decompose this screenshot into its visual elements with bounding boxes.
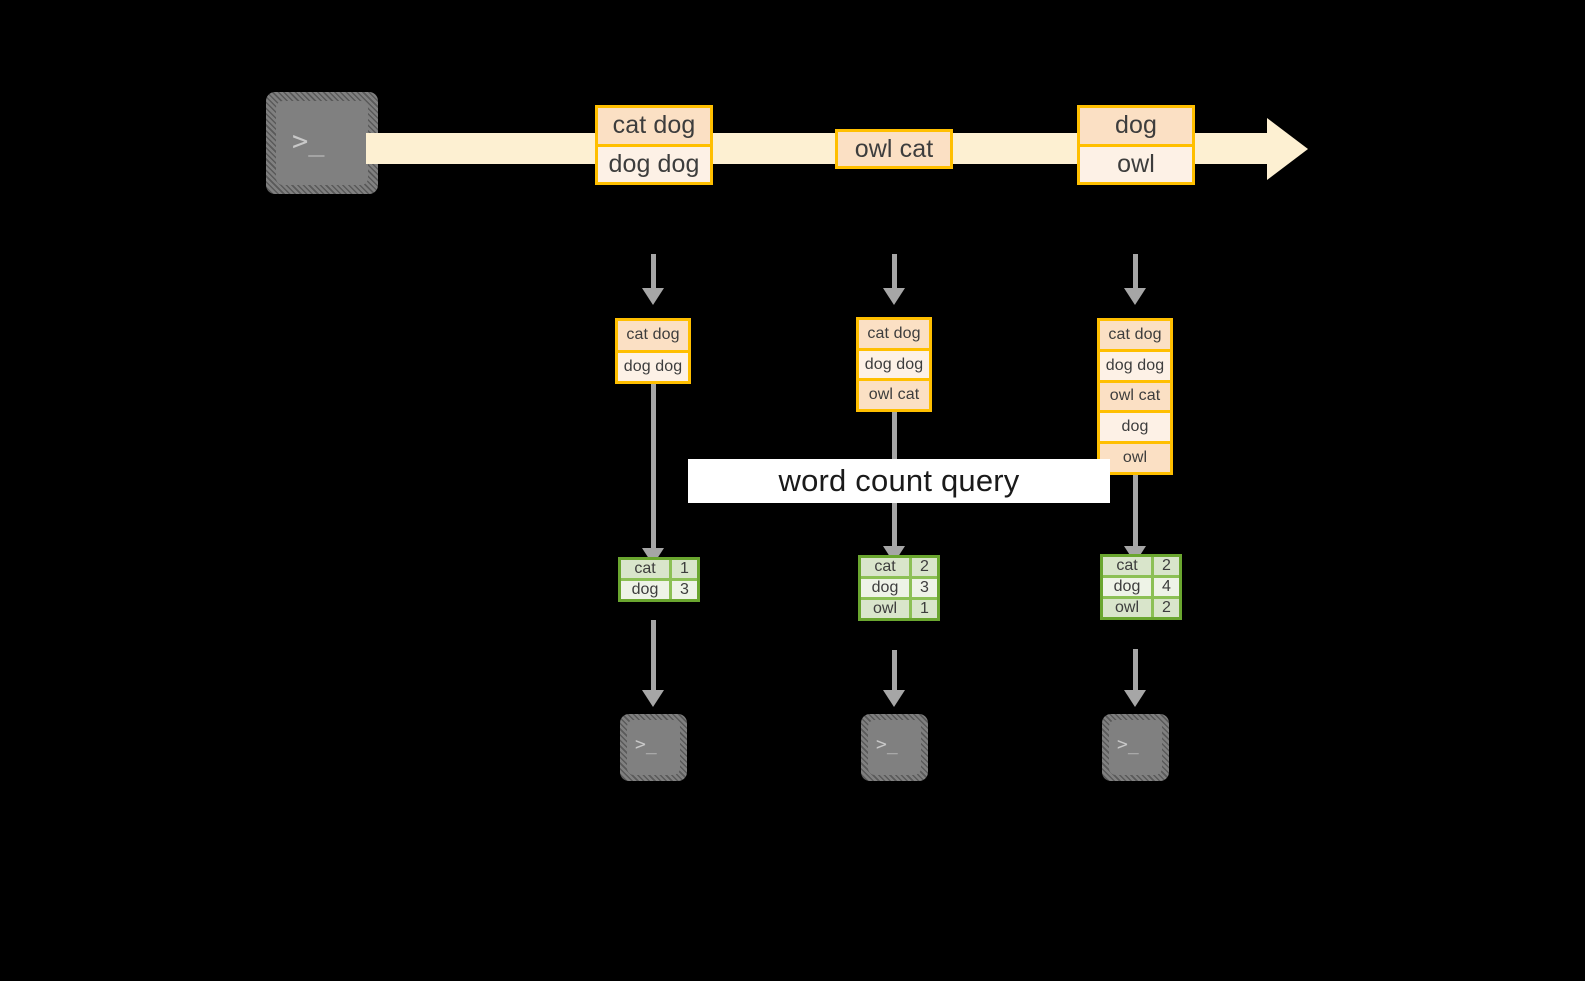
- snapshot-3-dashed-connector: [1133, 254, 1138, 290]
- terminal-screen: [627, 720, 680, 775]
- snapshot-input-line: dog: [1100, 410, 1170, 442]
- snapshot-1-input-box[interactable]: cat dog dog dog: [615, 318, 691, 384]
- producer-terminal-icon: >_: [266, 92, 378, 194]
- table-row: owl 2: [1103, 596, 1179, 617]
- result-word: dog: [1103, 578, 1151, 596]
- snapshot-input-line: owl cat: [1100, 379, 1170, 411]
- terminal-prompt-glyph: >_: [1117, 734, 1139, 755]
- snapshot-input-line: owl: [1100, 441, 1170, 472]
- snapshot-input-line: dog dog: [1100, 348, 1170, 380]
- result-word: dog: [861, 579, 909, 597]
- result-count: 1: [669, 560, 697, 578]
- result-word: owl: [1103, 599, 1151, 617]
- table-row: dog 3: [621, 578, 697, 599]
- snapshot-3-output-arrow-line: [1133, 649, 1138, 698]
- snapshot-2-input-box[interactable]: cat dog dog dog owl cat: [856, 317, 932, 412]
- snapshot-2-dashed-arrowhead: [883, 288, 905, 305]
- table-row: dog 3: [861, 576, 937, 597]
- snapshot-input-line: owl cat: [859, 378, 929, 410]
- snapshot-2-dashed-connector: [892, 254, 897, 290]
- result-word: cat: [1103, 557, 1151, 575]
- snapshot-input-line: cat dog: [618, 321, 688, 350]
- stream-event-group-1[interactable]: cat dog dog dog: [595, 105, 713, 185]
- snapshot-1-output-arrowhead: [642, 690, 664, 707]
- snapshot-1-query-arrow-line: [651, 384, 656, 556]
- snapshot-2-consumer-terminal-icon: >_: [861, 714, 928, 781]
- snapshot-1-dashed-connector: [651, 254, 656, 290]
- stream-event-line: cat dog: [598, 108, 710, 144]
- table-row: cat 1: [621, 560, 697, 578]
- table-row: dog 4: [1103, 575, 1179, 596]
- snapshot-3-input-box[interactable]: cat dog dog dog owl cat dog owl: [1097, 318, 1173, 475]
- terminal-prompt-glyph: >_: [635, 734, 657, 755]
- snapshot-input-line: dog dog: [859, 347, 929, 379]
- snapshot-input-line: cat dog: [1100, 321, 1170, 349]
- result-count: 1: [909, 600, 937, 618]
- stream-event-line: owl cat: [838, 132, 950, 166]
- snapshot-3-query-arrow-line: [1133, 475, 1138, 554]
- result-word: cat: [621, 560, 669, 578]
- snapshot-3-output-arrowhead: [1124, 690, 1146, 707]
- result-count: 2: [1151, 599, 1179, 617]
- snapshot-1-output-arrow-line: [651, 620, 656, 698]
- table-row: cat 2: [1103, 557, 1179, 575]
- terminal-prompt-glyph: >_: [876, 734, 898, 755]
- stream-event-line: dog dog: [598, 143, 710, 182]
- snapshot-3-dashed-arrowhead: [1124, 288, 1146, 305]
- result-count: 4: [1151, 578, 1179, 596]
- snapshot-1-result-table[interactable]: cat 1 dog 3: [618, 557, 700, 602]
- snapshot-input-line: dog dog: [618, 349, 688, 381]
- snapshot-2-result-table[interactable]: cat 2 dog 3 owl 1: [858, 555, 940, 621]
- stream-event-group-3[interactable]: dog owl: [1077, 105, 1195, 185]
- stream-arrow-head: [1267, 118, 1308, 180]
- snapshot-2-output-arrow-line: [892, 650, 897, 698]
- snapshot-input-line: cat dog: [859, 320, 929, 348]
- result-word: owl: [861, 600, 909, 618]
- result-count: 2: [909, 558, 937, 576]
- stream-event-line: owl: [1080, 143, 1192, 182]
- result-count: 3: [669, 581, 697, 599]
- stream-event-group-2[interactable]: owl cat: [835, 129, 953, 169]
- snapshot-2-output-arrowhead: [883, 690, 905, 707]
- terminal-screen: [276, 101, 368, 185]
- table-row: owl 1: [861, 597, 937, 618]
- terminal-prompt-glyph: >_: [292, 126, 325, 157]
- snapshot-1-consumer-terminal-icon: >_: [620, 714, 687, 781]
- terminal-screen: [868, 720, 921, 775]
- result-word: cat: [861, 558, 909, 576]
- terminal-screen: [1109, 720, 1162, 775]
- stream-event-line: dog: [1080, 108, 1192, 144]
- snapshot-1-dashed-arrowhead: [642, 288, 664, 305]
- result-count: 2: [1151, 557, 1179, 575]
- result-count: 3: [909, 579, 937, 597]
- table-row: cat 2: [861, 558, 937, 576]
- snapshot-3-consumer-terminal-icon: >_: [1102, 714, 1169, 781]
- word-count-query-label: word count query: [688, 459, 1110, 503]
- query-label-text: word count query: [778, 463, 1020, 498]
- snapshot-3-result-table[interactable]: cat 2 dog 4 owl 2: [1100, 554, 1182, 620]
- result-word: dog: [621, 581, 669, 599]
